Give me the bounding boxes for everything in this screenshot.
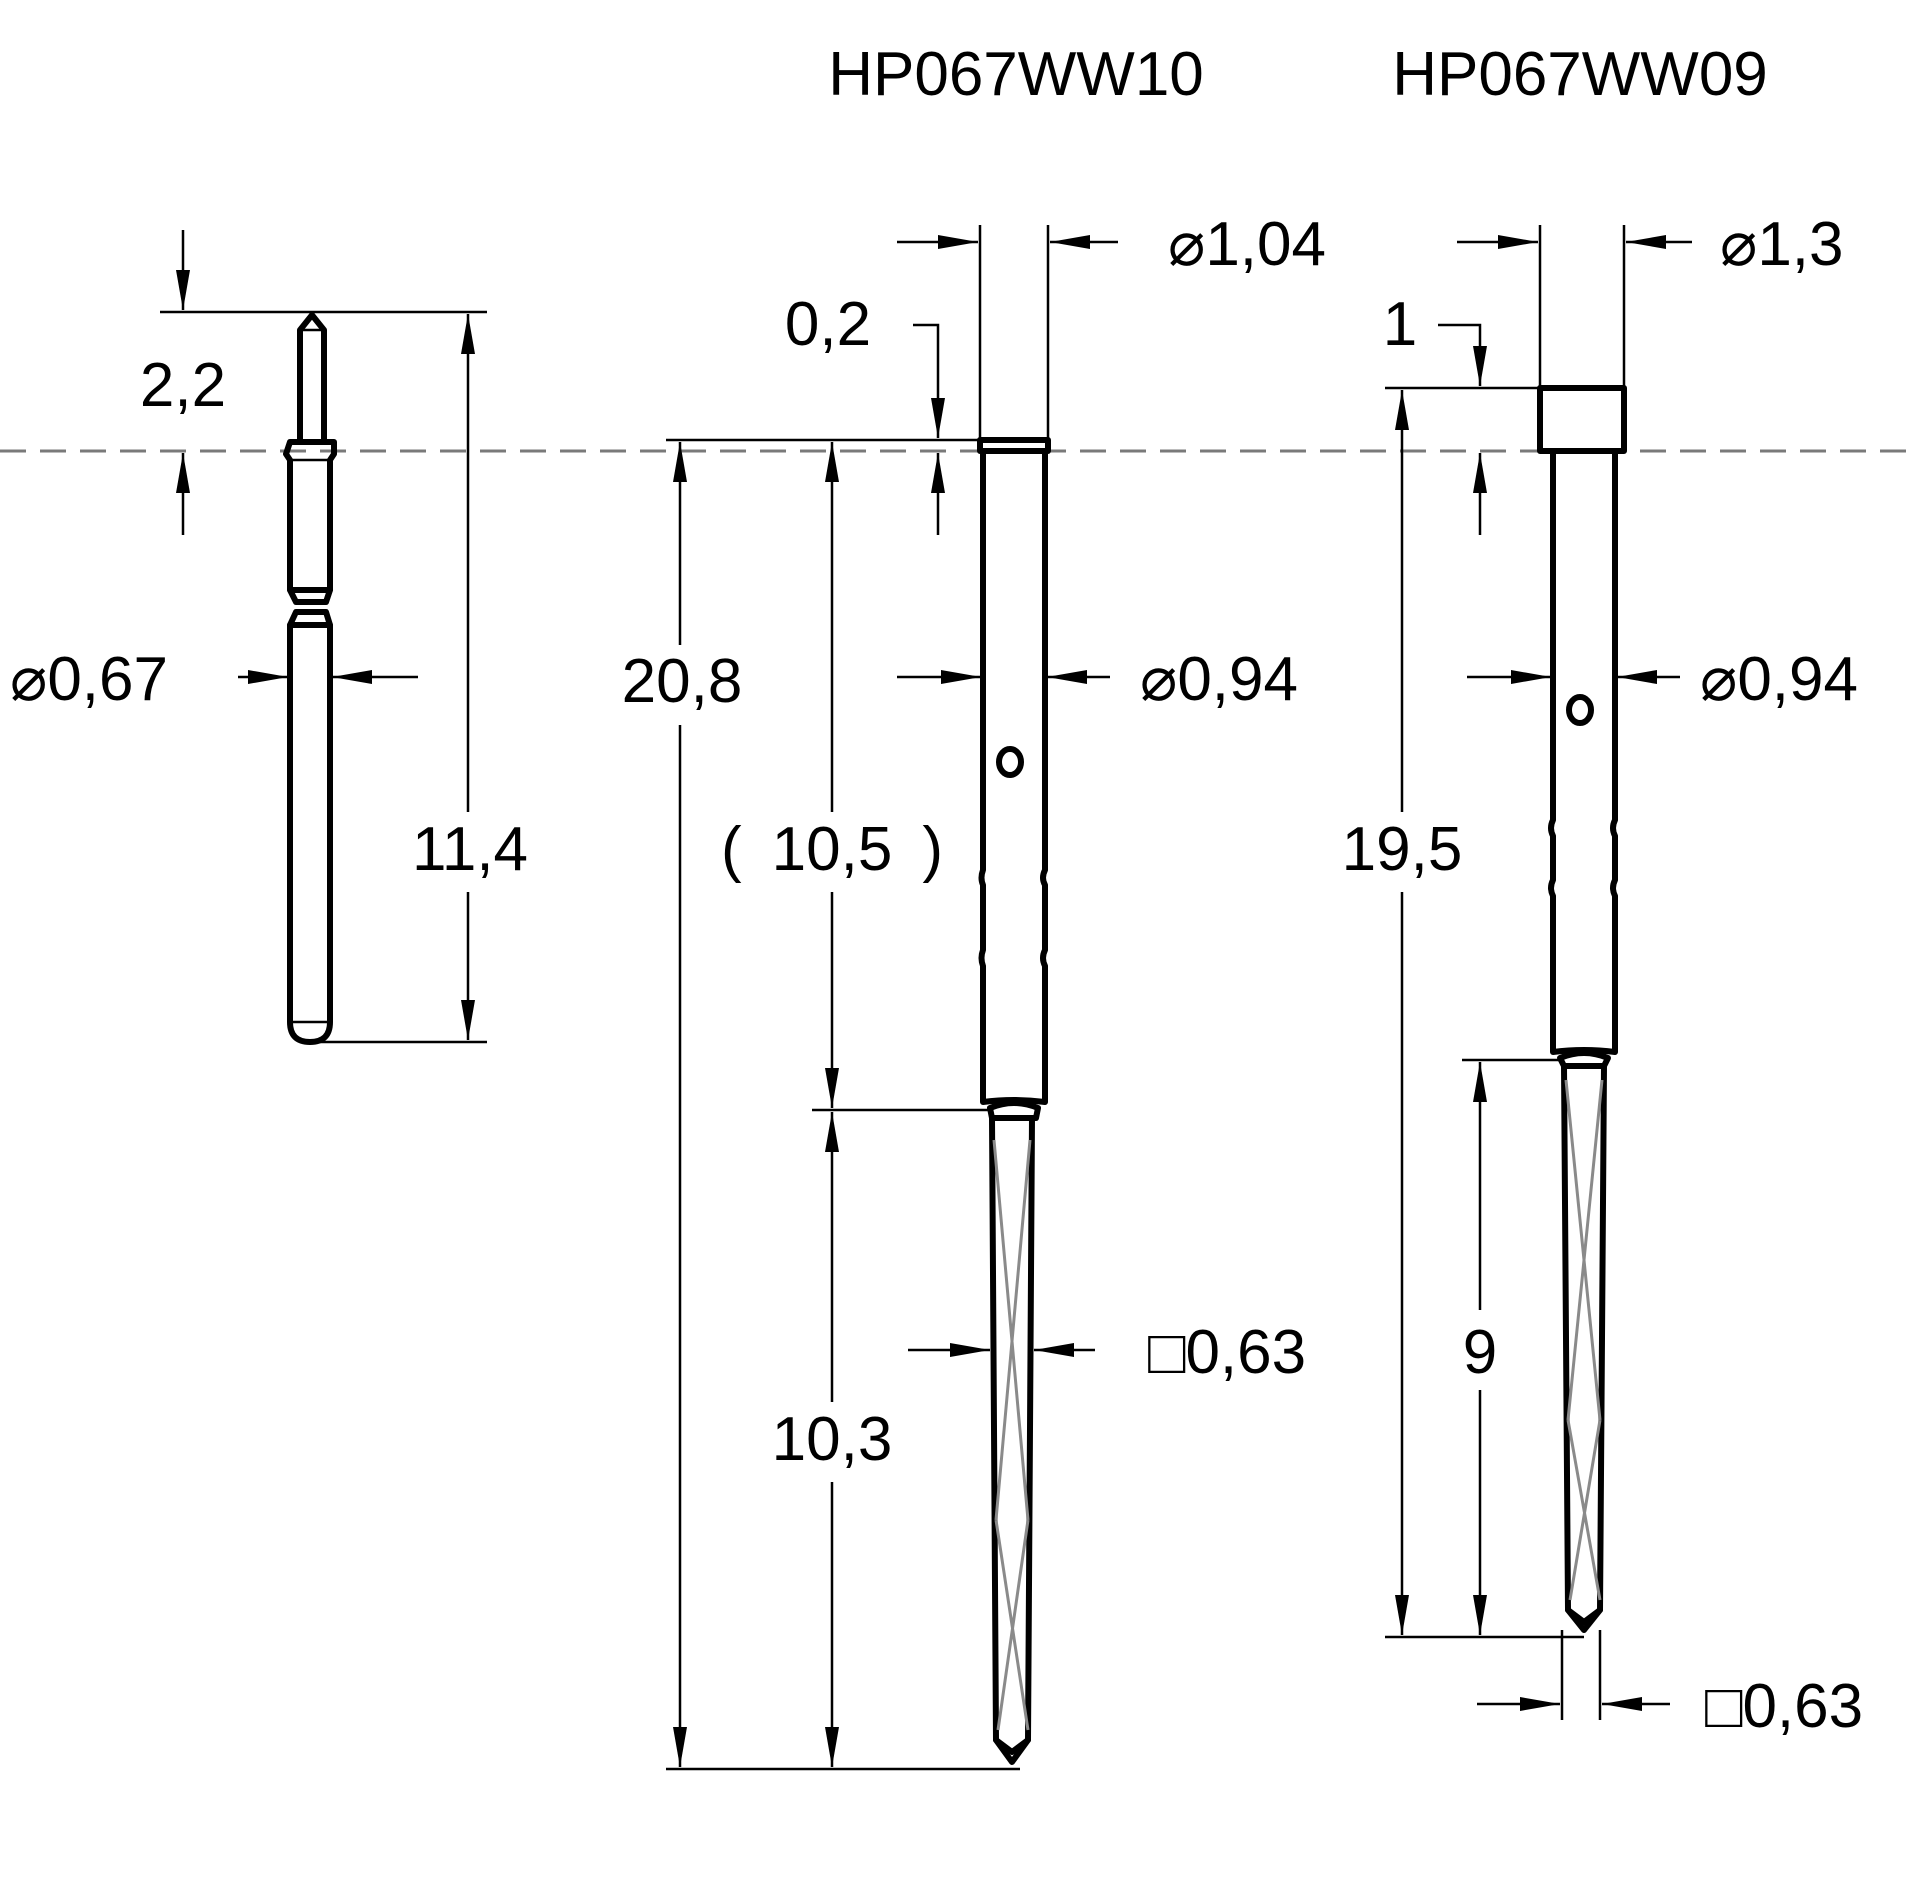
probe-b-barrel-diameter-label: ⌀0,94: [1700, 645, 1858, 714]
probe-a-total-length-dim: 20,8: [608, 442, 1020, 1771]
square-symbol-icon: □: [1705, 1672, 1743, 1741]
probe-b-head-leader: [1438, 323, 1487, 386]
probe-b-total-length-dim: 19,5: [1330, 390, 1584, 1639]
probe-b-plunger-twist: [1564, 1079, 1604, 1601]
left-diameter-label: ⌀0,67: [10, 645, 168, 714]
probe-a-plunger-square-dim: □0,63: [908, 1318, 1306, 1387]
probe-b-head: [1537, 385, 1627, 454]
probe-a-plunger-twist: [992, 1139, 1032, 1731]
probe-a-barrel-diameter-value: 0,94: [1177, 645, 1298, 714]
probe-a-barrel-length-value: 10,5: [772, 815, 893, 884]
probe-a-total-length-label: 20,8: [622, 647, 743, 716]
probe-a-total-label-bg: [608, 645, 758, 725]
probe-b-head-height-dim: 1: [1383, 290, 1538, 535]
probe-a-barrel-diameter-dim: ⌀0,94: [897, 645, 1298, 714]
probe-a-plunger-label-bg: [762, 1402, 902, 1482]
probe-a-head-diameter-value: 1,04: [1205, 210, 1326, 279]
probe-a-head-height-dim: 0,2: [666, 290, 978, 535]
probe-b-total-label-bg: [1330, 812, 1480, 892]
diameter-symbol-icon: ⌀: [1140, 645, 1177, 714]
probe-b-plunger-square-label: □0,63: [1705, 1672, 1863, 1741]
probe-b-head-diameter-dim: ⌀1,3: [1457, 210, 1844, 386]
probe-b-head-diameter-value: 1,3: [1757, 210, 1843, 279]
probe-a-plunger: [989, 1115, 1035, 1765]
paren-open: (: [721, 815, 742, 884]
left-diameter-dim: ⌀0,67: [10, 645, 418, 714]
diameter-symbol-icon: ⌀: [1720, 210, 1757, 279]
left-length-label: 11,4: [412, 815, 528, 884]
probe-a-head-leader: [913, 323, 945, 438]
left-tip-length-label: 2,2: [140, 351, 226, 420]
probe-b-plunger-label-bg: [1440, 1310, 1520, 1390]
probe-a-barrel-length-dim: (10,5): [712, 442, 990, 1112]
probe-a-plunger-length-label: 10,3: [772, 1405, 893, 1474]
probe-b-plunger-length-dim: 9: [1440, 1058, 1560, 1635]
title-probe-a: HP067WW10: [828, 40, 1204, 109]
probe-a-barrel-label-bg: [712, 812, 952, 892]
probe-b-barrel-diameter-dim: ⌀0,94: [1467, 645, 1858, 714]
probe-a-plunger-square-label: □0,63: [1148, 1318, 1306, 1387]
probe-b-total-length-label: 19,5: [1342, 815, 1463, 884]
probe-b-head-height-label: 1: [1383, 290, 1417, 359]
left-pin-tip: [297, 312, 327, 445]
diameter-symbol-icon: ⌀: [1700, 645, 1737, 714]
probe-a-head-height-label: 0,2: [785, 290, 871, 359]
left-pin-groove-lower: [287, 609, 333, 628]
probe-b-barrel-diameter-value: 0,94: [1737, 645, 1858, 714]
probe-a-plunger-collar: [987, 1100, 1041, 1121]
probe-b-plunger-square-value: 0,63: [1742, 1672, 1863, 1741]
probe-a-plunger-tip: [993, 1737, 1031, 1755]
probe-b-plunger: [1561, 1063, 1607, 1633]
square-symbol-icon: □: [1148, 1318, 1186, 1387]
title-probe-b: HP067WW09: [1392, 40, 1768, 109]
left-length-dim: 11,4: [312, 314, 540, 1044]
probe-b-plunger-square-dim: □0,63: [1477, 1630, 1863, 1741]
probe-b-plunger-tip: [1565, 1607, 1603, 1625]
probe-b-plunger-collar: [1557, 1050, 1611, 1069]
left-pin-upper: [283, 439, 337, 593]
left-length-label-bg: [400, 812, 540, 892]
probe-a-head-diameter-label: ⌀1,04: [1168, 210, 1326, 279]
probe-b-head-diameter-label: ⌀1,3: [1720, 210, 1844, 279]
probe-a-barrel-length-label: (10,5): [721, 815, 943, 884]
probe-b-barrel: [1548, 448, 1618, 1055]
probe-a-head-diameter-dim: ⌀1,04: [897, 210, 1326, 438]
probe-a-body: [977, 437, 1051, 1765]
probe-b-plunger-length-label: 9: [1463, 1318, 1497, 1387]
probe-a-plunger-length-dim: 10,3: [762, 1112, 902, 1767]
probe-b-crimp-hole: [1566, 694, 1594, 726]
diameter-symbol-icon: ⌀: [1168, 210, 1205, 279]
left-pin-groove: [287, 587, 333, 605]
probe-a-plunger-square-value: 0,63: [1185, 1318, 1306, 1387]
paren-close: ): [922, 815, 943, 884]
probe-b-body: [1537, 385, 1627, 1633]
probe-a-barrel-diameter-label: ⌀0,94: [1140, 645, 1298, 714]
probe-a-head: [977, 437, 1051, 454]
left-diameter-value: 0,67: [47, 645, 168, 714]
diameter-symbol-icon: ⌀: [10, 645, 47, 714]
left-pin-lower: [287, 622, 333, 1045]
left-pin-part: [283, 312, 337, 1045]
probe-a-crimp-hole: [996, 746, 1024, 778]
